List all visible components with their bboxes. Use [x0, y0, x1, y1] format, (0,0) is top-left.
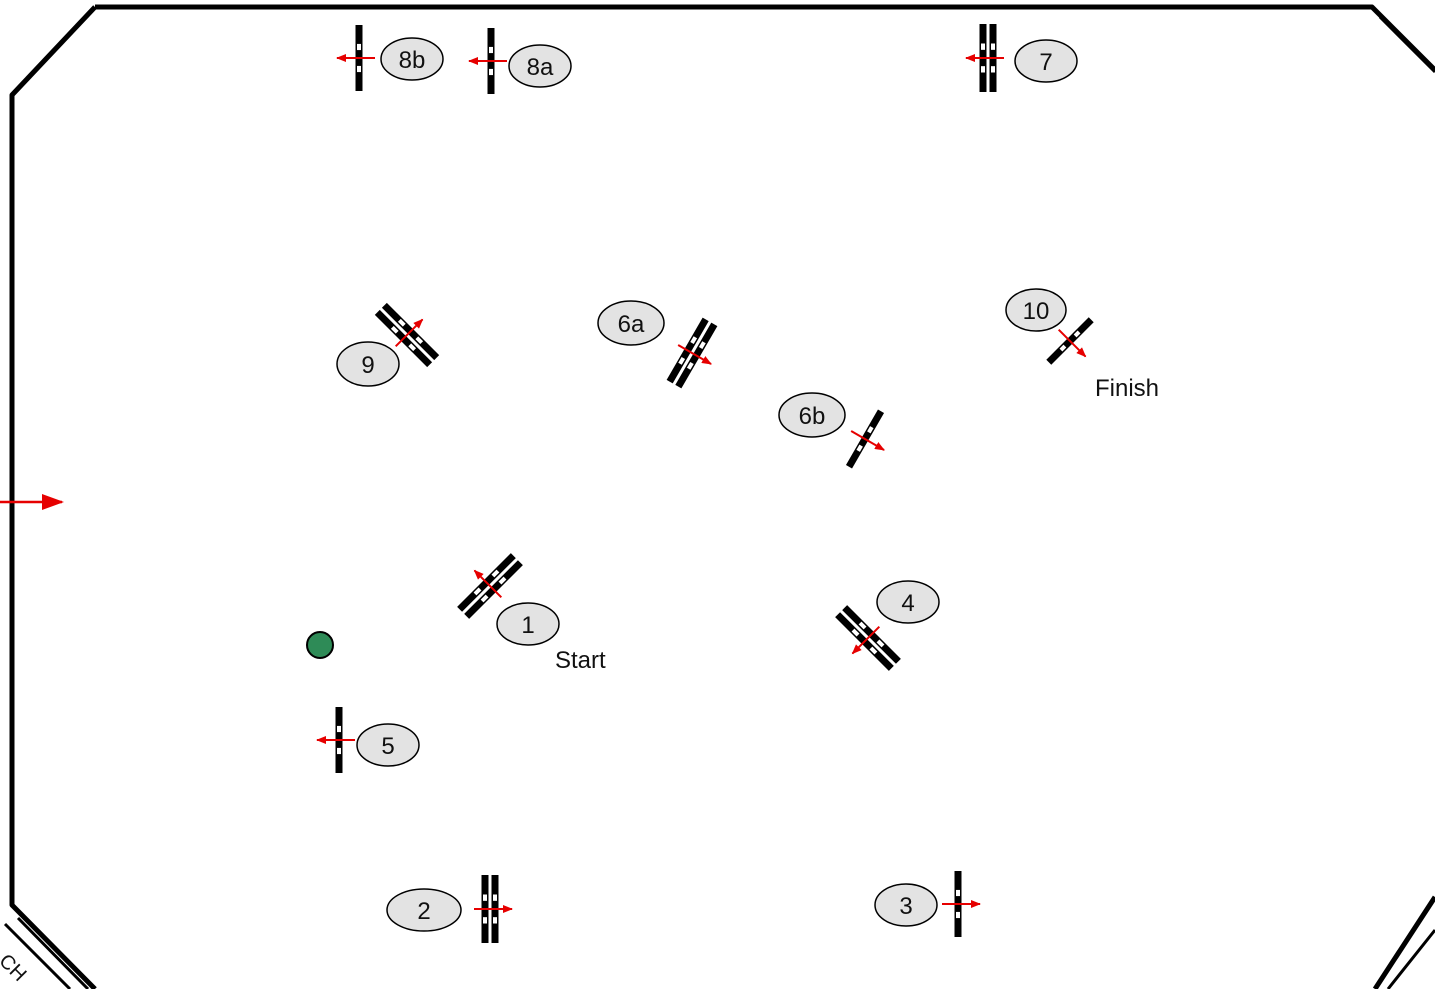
jump-4-pole-back-stripe [869, 646, 878, 655]
jump-5-pole-stripe [337, 725, 341, 733]
jump-4-direction-arrow [851, 625, 881, 655]
jump-8b-pole-stripe [357, 43, 361, 51]
jump-2 [481, 875, 499, 943]
jump-4-pole-back-stripe [851, 628, 860, 637]
label-6b-text: 6b [799, 403, 826, 430]
label-4: 4 [876, 580, 940, 624]
label-5: 5 [356, 723, 420, 767]
jump-1-pole-back-stripe [480, 594, 489, 603]
jump-6a-pole-back-stripe [698, 341, 706, 350]
jump-7-pole-back-stripe [981, 66, 985, 73]
label-1: 1 [496, 602, 560, 646]
label-9: 9 [336, 341, 400, 387]
label-8a: 8a [508, 44, 572, 88]
label-4-text: 4 [901, 590, 914, 617]
entrance-arrow-head [42, 494, 64, 510]
jump-9-pole-front-stripe [415, 336, 424, 345]
jump-6a-pole-back-stripe [686, 361, 694, 370]
jump-2-pole-front-stripe [493, 894, 497, 901]
jump-9-pole-back-stripe [390, 325, 399, 334]
label-10-text: 10 [1023, 298, 1050, 325]
label-2-text: 2 [417, 898, 430, 925]
green-marker [306, 631, 334, 659]
jump-5-pole-stripe [337, 747, 341, 755]
jump-8a-pole-stripe [489, 46, 493, 54]
jump-10-pole-stripe [1073, 330, 1081, 338]
jump-6b-pole-stripe [867, 426, 874, 434]
label-6a: 6a [597, 300, 665, 346]
arena-border-inner [1378, 15, 1435, 989]
jump-6a-direction-arrow [677, 344, 712, 365]
label-3-text: 3 [899, 893, 912, 920]
jump-9-direction-arrow [394, 318, 424, 348]
jump-1-pole-back-stripe [498, 576, 507, 585]
label-9-text: 9 [361, 352, 374, 379]
arena-border [9, 4, 1435, 989]
jump-9-pole-front-stripe [397, 318, 406, 327]
jump-2-pole-back-stripe [483, 894, 487, 901]
jump-8a-pole-stripe [489, 68, 493, 76]
jump-1-direction-arrow [473, 569, 503, 599]
jump-1-pole-front-stripe [473, 587, 482, 596]
label-8a-text: 8a [527, 54, 554, 81]
start-label: Start [555, 647, 606, 674]
finish-label: Finish [1095, 375, 1159, 402]
jump-10-pole-stripe [1059, 344, 1067, 352]
jump-2-pole-back-stripe [483, 917, 487, 924]
jumps-layer [316, 24, 1094, 943]
label-8b-text: 8b [399, 47, 426, 74]
label-3: 3 [874, 883, 938, 927]
jump-8b-pole-stripe [357, 65, 361, 73]
arena-corner-lower-left [16, 916, 90, 989]
label-2: 2 [386, 888, 462, 932]
jump-10-direction-arrow [1057, 328, 1087, 358]
jump-4-pole-front-stripe [876, 639, 885, 648]
jump-7-pole-front-stripe [991, 66, 995, 73]
label-6a-text: 6a [618, 311, 645, 338]
jump-7-pole-back-stripe [981, 43, 985, 50]
jump-1-pole-front-stripe [491, 569, 500, 578]
jump-2-pole-front-stripe [493, 917, 497, 924]
jump-7-pole-front-stripe [991, 43, 995, 50]
jump-6a-pole-front-stripe [690, 336, 698, 345]
corner-label: CH [0, 950, 30, 986]
label-8b: 8b [380, 37, 444, 81]
label-5-text: 5 [381, 733, 394, 760]
label-7-text: 7 [1039, 49, 1052, 76]
jump-4-pole-front-stripe [858, 621, 867, 630]
jump-6a-pole-front-stripe [678, 356, 686, 365]
label-6b: 6b [778, 392, 846, 438]
label-10: 10 [1005, 288, 1067, 332]
label-7: 7 [1014, 39, 1078, 83]
jump-3-pole-stripe [956, 911, 960, 919]
jump-6b-direction-arrow [850, 430, 885, 451]
jump-3-pole-stripe [956, 889, 960, 897]
jump-6b-pole-stripe [856, 444, 863, 452]
arena-corner-lower-left-outer [3, 922, 72, 989]
jump-9-pole-back-stripe [408, 343, 417, 352]
label-1-text: 1 [521, 612, 534, 639]
